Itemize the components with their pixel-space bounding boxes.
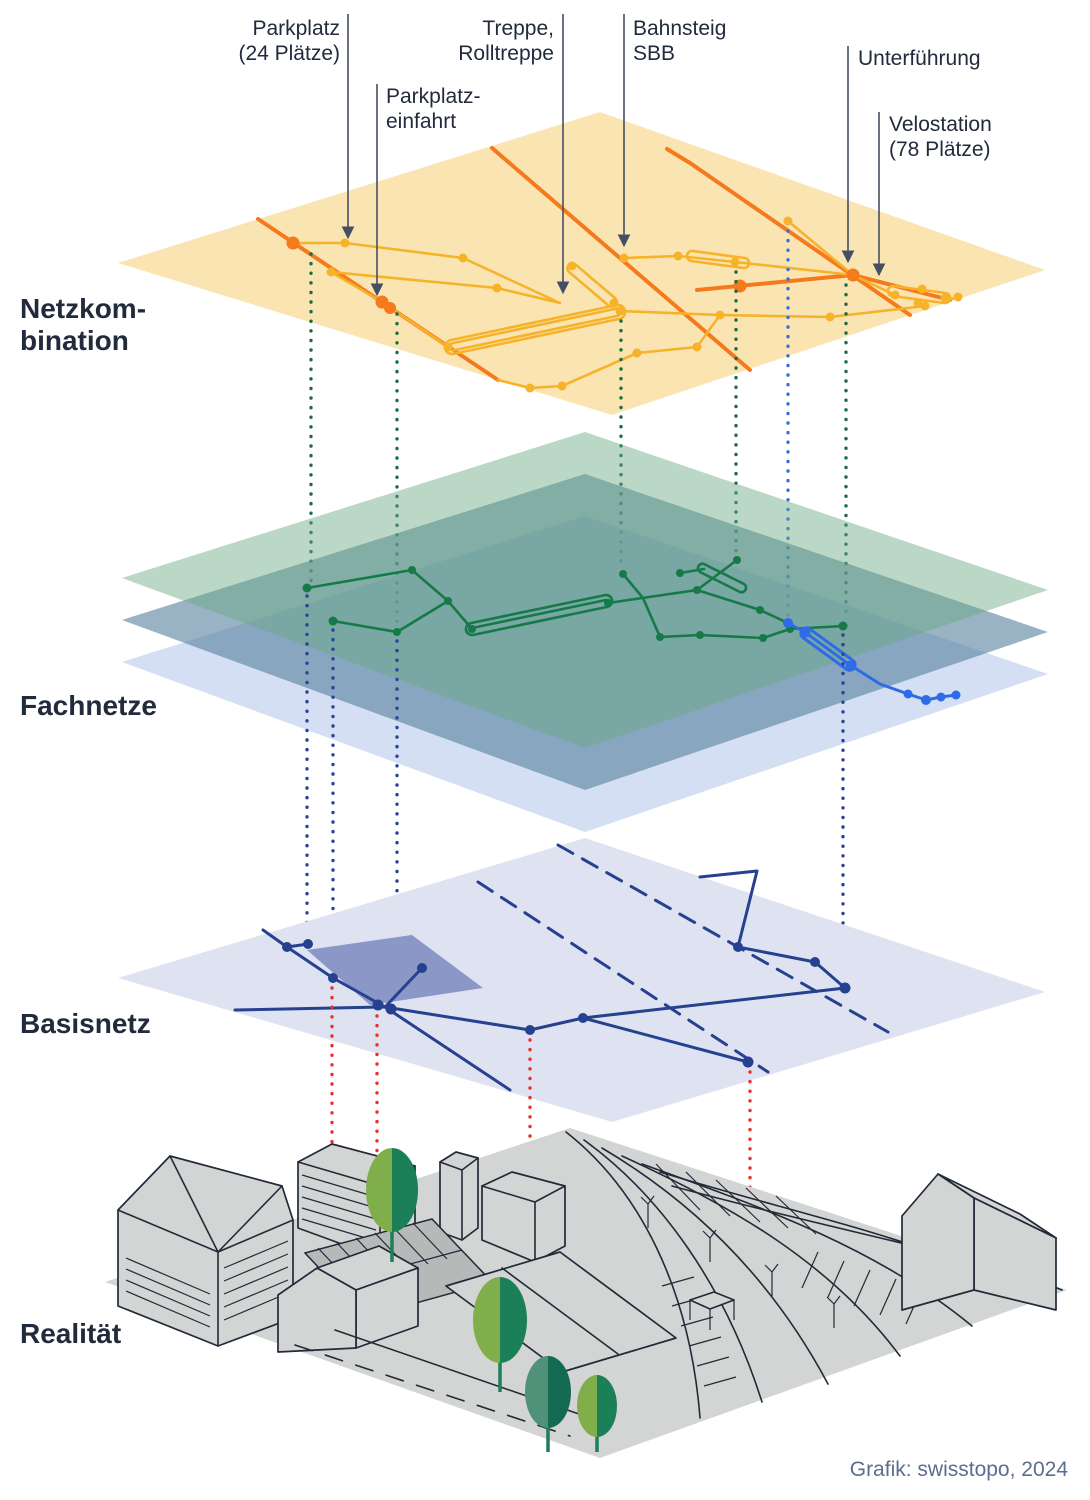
fachnetze-layer	[122, 432, 1048, 832]
house-right	[901, 1173, 1057, 1311]
annotation-velostation: Velostation (78 Plätze)	[889, 113, 992, 161]
building-large-left	[117, 1155, 294, 1347]
reality-illustration	[105, 1128, 1067, 1458]
specialist-network-green	[302, 556, 848, 642]
layer-title-fachnetze: Fachnetze	[20, 690, 157, 721]
building-block-center	[481, 1171, 566, 1263]
sheet-green	[122, 432, 1048, 748]
annotation-unterfuehrung: Unterführung	[858, 47, 981, 70]
layer-title-realitaet: Realität	[20, 1318, 122, 1349]
network-nodes-navy	[282, 939, 851, 1068]
railway-dashed-line	[476, 880, 770, 1074]
lavender-plane	[118, 838, 1045, 1122]
catenary-poles	[640, 1195, 841, 1328]
basisnetz-layer	[118, 838, 1045, 1122]
base-network-navy	[233, 843, 890, 1092]
annotation-parkplatz: Parkplatz (24 Plätze)	[238, 17, 340, 65]
network-nodes-orange	[286, 236, 860, 314]
network-nodes-green	[302, 556, 848, 642]
velo-network-blue	[783, 618, 961, 705]
sheet-steelblue	[122, 474, 1048, 790]
yellow-plane	[118, 112, 1045, 415]
annotation-leader-lines	[341, 14, 886, 297]
annotation-parkplatzeinfahrt: Parkplatz- einfahrt	[386, 85, 481, 133]
trees	[366, 1148, 617, 1452]
railway-dashed-line	[556, 843, 890, 1034]
network-nodes-blue	[783, 618, 961, 705]
layer-title-basisnetz: Basisnetz	[20, 1008, 151, 1039]
annotation-bahnsteig-sbb: Bahnsteig SBB	[633, 17, 727, 65]
attribution-credit: Grafik: swisstopo, 2024	[849, 1458, 1068, 1481]
netzkombination-layer	[118, 112, 1045, 415]
annotation-treppe-rolltreppe: Treppe, Rolltreppe	[458, 17, 554, 65]
layer-title-netzkombination: Netzkom- bination	[20, 293, 147, 356]
platform-shelter	[689, 1291, 735, 1330]
building-tower-narrow	[439, 1151, 479, 1241]
network-nodes-yellow	[326, 216, 963, 393]
combined-network-yellow	[286, 216, 963, 393]
